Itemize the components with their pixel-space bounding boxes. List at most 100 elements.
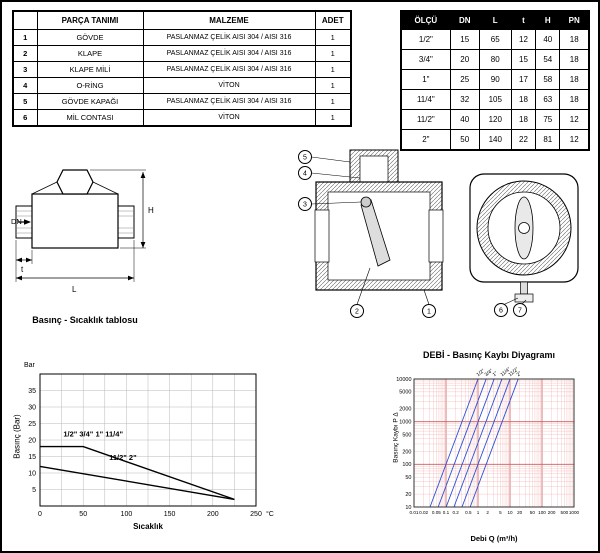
x-tick-label: 1000: [569, 510, 580, 515]
x-tick-label: 150: [164, 511, 176, 518]
y-tick-label: 5000: [399, 390, 411, 396]
cell: 58: [535, 69, 561, 90]
col-header: PARÇA TANIMI: [36, 10, 144, 30]
x-tick-label: 5: [499, 510, 502, 515]
cell: 20: [449, 49, 480, 70]
x-tick-label: 0.05: [432, 510, 441, 515]
cell: 12: [559, 109, 590, 130]
flow-chart-svg: 1/2"3/4"1"11/4"11/2"2"102050100200500100…: [396, 366, 580, 515]
cell: 75: [535, 109, 561, 130]
right-threads: [118, 210, 134, 234]
cell: 1: [12, 29, 38, 46]
x-tick-label: 100: [121, 511, 133, 518]
x-tick-label: 200: [207, 511, 219, 518]
series-line: [40, 445, 235, 501]
valve-body: [31, 193, 119, 249]
front-drawing-caption: Basınç - Sıcaklık tablosu: [32, 315, 138, 325]
size-label: 3/4": [484, 368, 495, 378]
col-header: DN: [449, 10, 480, 30]
size-label: 1/2": [476, 368, 487, 378]
x-tick-label: 50: [79, 511, 87, 518]
x-tick-label: 50: [530, 510, 536, 515]
cell: 6: [12, 109, 38, 127]
svg-text:4: 4: [303, 171, 307, 178]
side-hub: [518, 222, 530, 234]
cell: 25: [449, 69, 480, 90]
drain-bolt: [520, 281, 528, 295]
y-tick-label: 50: [405, 475, 411, 481]
size-line: [437, 378, 487, 508]
cell: 1: [314, 93, 352, 110]
svg-text:2: 2: [355, 309, 359, 316]
series-line: [39, 465, 235, 501]
callout-7: 7: [513, 303, 527, 317]
cell: 22: [510, 129, 537, 151]
dim-label-dn: DN: [11, 217, 22, 226]
cell: 1: [314, 77, 352, 94]
x-tick-label: 2: [486, 510, 489, 515]
size-line: [429, 378, 479, 508]
cell: 12: [559, 129, 590, 151]
cell: KLAPE MİLİ: [36, 61, 144, 78]
cell: 11/4": [400, 89, 451, 110]
svg-text:5: 5: [303, 155, 307, 162]
x-tick-label: 1: [477, 510, 480, 515]
cell: 54: [535, 49, 561, 70]
cell: 18: [559, 29, 590, 50]
cell: 2: [12, 45, 38, 62]
svg-text:1: 1: [427, 309, 431, 316]
y-tick-label: 1000: [399, 419, 411, 425]
size-label: 1": [492, 370, 499, 378]
col-header: PN: [559, 10, 590, 30]
x-tick-label: 20: [517, 510, 523, 515]
y-tick-label: 100: [402, 462, 411, 468]
size-line: [461, 378, 511, 508]
col-header: H: [535, 10, 561, 30]
cell: 65: [478, 29, 512, 50]
cell: 81: [535, 129, 561, 151]
cell: 140: [478, 129, 512, 151]
cell: 18: [559, 49, 590, 70]
y-tick-label: 2000: [399, 407, 411, 413]
cell: MİL CONTASI: [36, 109, 144, 127]
x-tick-label: 0.5: [465, 510, 472, 515]
cell: 18: [559, 69, 590, 90]
valve-section-drawing: 5 4 3 2 1: [298, 149, 444, 318]
y-tick-label: 35: [28, 388, 36, 395]
svg-text:6: 6: [499, 308, 503, 315]
x-tick-label: 0.01: [410, 510, 419, 515]
x-tick-label: 0.02: [419, 510, 428, 515]
cell: 11/2": [400, 109, 451, 130]
pt-y-axis-label: Basınç (Bar): [12, 414, 22, 459]
dim-label-t: t: [21, 265, 24, 274]
x-unit-label: °C: [266, 510, 274, 518]
cell: 80: [478, 49, 512, 70]
cell: 32: [449, 89, 480, 110]
callout-2: 2: [350, 304, 364, 318]
cell: 90: [478, 69, 512, 90]
col-header: t: [510, 10, 537, 30]
flow-chart-title: DEBİ - Basınç Kaybı Diyagramı: [422, 350, 556, 360]
cell: 18: [559, 89, 590, 110]
x-tick-label: 0.1: [443, 510, 450, 515]
y-tick-label: 25: [28, 421, 36, 428]
cell: 40: [449, 109, 480, 130]
cell: 1: [314, 29, 352, 46]
flap-pivot: [360, 196, 372, 208]
cell: 18: [510, 109, 537, 130]
cell: 40: [535, 29, 561, 50]
y-tick-label: 15: [28, 454, 36, 461]
series-annotation: 11/2" 2": [109, 453, 137, 462]
cell: 12: [510, 29, 537, 50]
flow-pressure-loss-chart: DEBİ - Basınç Kaybı Diyagramı Basınç Kay…: [380, 350, 598, 551]
cell: PASLANMAZ ÇELİK AISI 304 / AISI 316: [142, 61, 316, 78]
x-tick-label: 100: [538, 510, 546, 515]
cell: 4: [12, 77, 38, 94]
